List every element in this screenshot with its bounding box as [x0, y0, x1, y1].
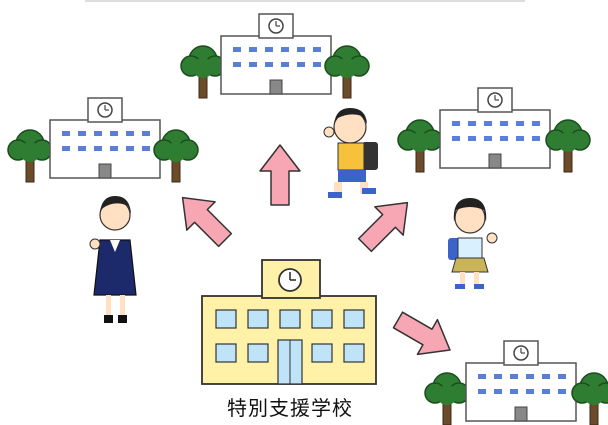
arrow-to-bottom-right-school [387, 301, 461, 369]
student-icon [89, 196, 137, 323]
arrow-icon [259, 144, 301, 206]
student-icon [323, 108, 378, 198]
tree-icon [7, 129, 53, 183]
special-support-school [201, 259, 377, 385]
tree-icon [424, 372, 470, 425]
school-left [7, 97, 199, 183]
arrow-icon [350, 187, 423, 260]
tree-icon [397, 119, 443, 173]
special-support-school-label: 特別支援学校 [227, 396, 353, 420]
arrow-icon [167, 182, 240, 255]
tree-icon [571, 372, 608, 425]
tree-icon [180, 45, 226, 99]
school-right [397, 87, 591, 173]
student-icon [448, 198, 498, 289]
clock-icon [278, 268, 302, 292]
arrow-icon [387, 301, 461, 369]
school-top [180, 13, 370, 99]
tree-icon [545, 119, 591, 173]
school-bottom-right [424, 340, 608, 425]
arrow-to-top-school [259, 144, 301, 206]
arrow-to-left-school [167, 182, 240, 255]
arrow-to-right-school [350, 187, 423, 260]
